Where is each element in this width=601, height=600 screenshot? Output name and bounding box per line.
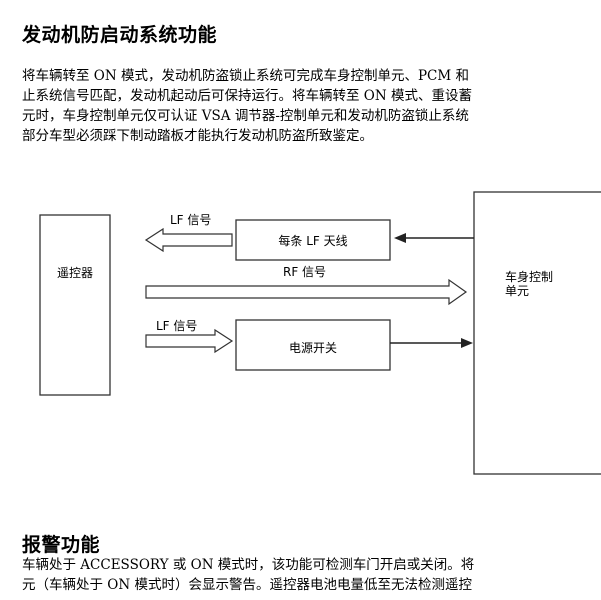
antenna-box <box>235 219 391 261</box>
lf-signal-top-arrow <box>144 227 233 253</box>
paragraph-line: 将车辆转至 ON 模式，发动机防盗锁止系统可完成车身控制单元、PCM 和 <box>22 68 469 84</box>
body-control-label-line1: 车身控制 <box>505 269 553 284</box>
section-title-immobilizer: 发动机防启动系统功能 <box>22 24 218 46</box>
remote-label: 遥控器 <box>57 266 93 280</box>
switch-to-bcu-arrowhead <box>461 338 473 348</box>
paragraph-line: 元时，车身控制单元仅可认证 VSA 调节器-控制单元和发动机防盗锁止系统 <box>22 108 469 124</box>
body-control-label-line2: 单元 <box>505 284 529 298</box>
power-switch-label: 电源开关 <box>289 341 337 355</box>
paragraph-line: 部分车型必须踩下制动踏板才能执行发动机防盗所致鉴定。 <box>22 128 373 144</box>
paragraph-line: 止系统信号匹配，发动机起动后可保持运行。将车辆转至 ON 模式、重设蓄 <box>22 88 472 104</box>
system-diagram-svg: 遥控器 每条 LF 天线 电源开关 车身控制 单元 LF 信号 RF 信号 LF… <box>39 191 601 475</box>
power-switch-box <box>235 319 391 371</box>
paragraph-line: 元（车辆处于 ON 模式时）会显示警告。遥控器电池电量低至无法检测遥控 <box>22 577 472 593</box>
lf-signal-top-label: LF 信号 <box>170 213 211 227</box>
lf-signal-bottom-label: LF 信号 <box>156 319 197 333</box>
bcu-to-antenna-arrowhead <box>394 233 406 243</box>
remote-box <box>39 214 111 396</box>
rf-signal-arrow <box>145 278 468 306</box>
paragraph-line: 车辆处于 ACCESSORY 或 ON 模式时，该功能可检测车门开启或关闭。将 <box>22 557 475 573</box>
section-title-alarm: 报警功能 <box>22 534 101 556</box>
antenna-label: 每条 LF 天线 <box>278 233 347 248</box>
system-diagram: 遥控器 每条 LF 天线 电源开关 车身控制 单元 LF 信号 RF 信号 LF… <box>0 180 601 500</box>
body-control-unit-box <box>473 191 601 475</box>
lf-signal-bottom-arrow <box>145 328 234 354</box>
rf-signal-label: RF 信号 <box>283 265 326 279</box>
